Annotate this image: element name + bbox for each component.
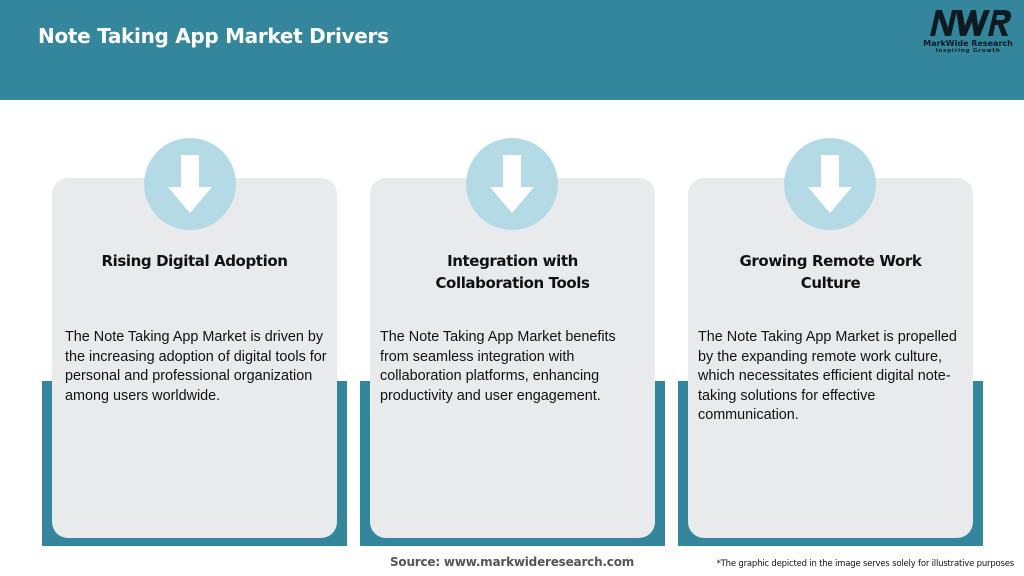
card-title: Rising Digital Adoption [52, 250, 337, 272]
markwide-logo-icon [930, 10, 1012, 36]
arrow-down-icon [808, 155, 852, 213]
card-3-icon-circle [784, 138, 876, 230]
card-description: The Note Taking App Market is driven by … [65, 329, 327, 404]
header-banner: Note Taking App Market Drivers MarkWide … [0, 0, 1024, 100]
card-description: The Note Taking App Market benefits from… [380, 329, 616, 404]
card-title: Integration with Collaboration Tools [370, 250, 655, 294]
card-title-line: Growing Remote Work [739, 252, 922, 270]
driver-card-remote-work-culture: Growing Remote Work Culture The Note Tak… [688, 178, 973, 538]
driver-card-rising-digital-adoption: Rising Digital Adoption The Note Taking … [52, 178, 337, 538]
source-credit: Source: www.markwideresearch.com [389, 555, 635, 569]
card-description: The Note Taking App Market is propelled … [698, 329, 957, 423]
markwide-logo: MarkWide Research Inspiring Growth [920, 8, 1016, 60]
page-title: Note Taking App Market Drivers [38, 24, 389, 48]
card-title-line: Collaboration Tools [435, 274, 590, 292]
card-title-line: Culture [800, 274, 861, 292]
logo-name: MarkWide Research [923, 39, 1013, 48]
disclaimer-note: *The graphic depicted in the image serve… [716, 559, 1015, 569]
card-title-line: Rising Digital Adoption [101, 252, 288, 270]
card-1-icon-circle [144, 138, 236, 230]
arrow-down-icon [168, 155, 212, 213]
card-title: Growing Remote Work Culture [688, 250, 973, 294]
card-title-line: Integration with [447, 252, 578, 270]
driver-card-integration-collaboration: Integration with Collaboration Tools The… [370, 178, 655, 538]
arrow-down-icon [490, 155, 534, 213]
card-2-icon-circle [466, 138, 558, 230]
logo-tagline: Inspiring Growth [935, 48, 1001, 54]
